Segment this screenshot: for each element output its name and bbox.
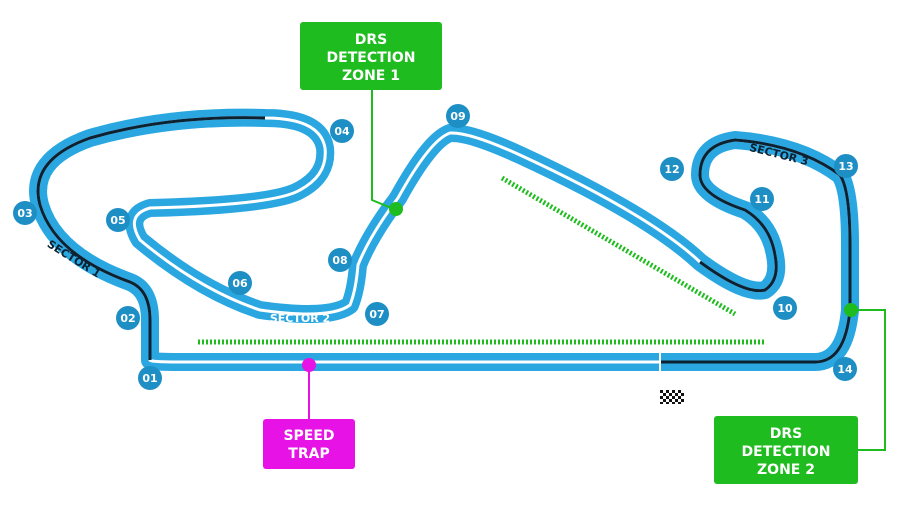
corner-05: 05: [106, 208, 130, 232]
drs-detection-zone-2: DRS DETECTION ZONE 2: [714, 303, 886, 484]
speed-trap-line-2: TRAP: [288, 446, 329, 462]
corner-06: 06: [228, 271, 252, 295]
drs-1-line-3: ZONE 1: [342, 68, 400, 84]
sector-3-line: [660, 138, 852, 364]
corner-01: 01: [138, 366, 162, 390]
svg-text:04: 04: [334, 125, 350, 138]
svg-text:01: 01: [142, 372, 157, 385]
drs-detection-zone-1: DRS DETECTION ZONE 1: [300, 22, 442, 216]
corner-markers: 01 02 03 04 05 06 07 08 09 10 11 12 13 1…: [13, 104, 858, 390]
svg-text:08: 08: [332, 254, 347, 267]
sector-1-line: [36, 116, 266, 360]
drs-detection-zone-1-connector: [371, 90, 397, 211]
drs-zone-back-straight: [500, 175, 737, 317]
speed-trap-point: [302, 358, 316, 372]
drs-1-line-2: DETECTION: [327, 50, 416, 66]
corner-04: 04: [330, 119, 354, 143]
speed-trap-box: [263, 419, 355, 469]
svg-text:13: 13: [838, 160, 853, 173]
svg-text:10: 10: [777, 302, 793, 315]
drs-zones: [198, 175, 765, 345]
corner-11: 11: [750, 187, 774, 211]
corner-07: 07: [365, 302, 389, 326]
svg-text:03: 03: [17, 207, 32, 220]
svg-text:09: 09: [450, 110, 465, 123]
track-outline: [29, 108, 859, 371]
svg-text:06: 06: [232, 277, 248, 290]
svg-text:12: 12: [664, 163, 679, 176]
svg-text:07: 07: [369, 308, 384, 321]
checkered-flag-icon: [660, 390, 684, 404]
drs-2-line-2: DETECTION: [742, 444, 831, 460]
drs-detection-point-1: [389, 202, 403, 216]
svg-text:02: 02: [120, 312, 135, 325]
drs-2-line-1: DRS: [770, 426, 802, 442]
drs-detection-zone-1-box: [300, 22, 442, 90]
drs-detection-zone-2-connector: [851, 309, 886, 451]
track-inner-line: [36, 116, 852, 364]
drs-detection-zone-2-box: [714, 416, 858, 484]
corner-12: 12: [660, 157, 684, 181]
svg-text:14: 14: [837, 363, 853, 376]
speed-trap-line-1: SPEED: [283, 428, 334, 444]
track: [29, 108, 859, 372]
corner-02: 02: [116, 306, 140, 330]
corner-13: 13: [834, 154, 858, 178]
drs-detection-point-2: [844, 303, 858, 317]
corner-14: 14: [833, 357, 857, 381]
svg-text:11: 11: [754, 193, 769, 206]
corner-09: 09: [446, 104, 470, 128]
drs-1-line-1: DRS: [355, 32, 387, 48]
speed-trap: SPEED TRAP: [263, 358, 355, 469]
corner-08: 08: [328, 248, 352, 272]
drs-2-line-3: ZONE 2: [757, 462, 815, 478]
corner-10: 10: [773, 296, 797, 320]
svg-text:05: 05: [110, 214, 125, 227]
corner-03: 03: [13, 201, 37, 225]
sector-2-label: SECTOR 2: [270, 312, 330, 325]
